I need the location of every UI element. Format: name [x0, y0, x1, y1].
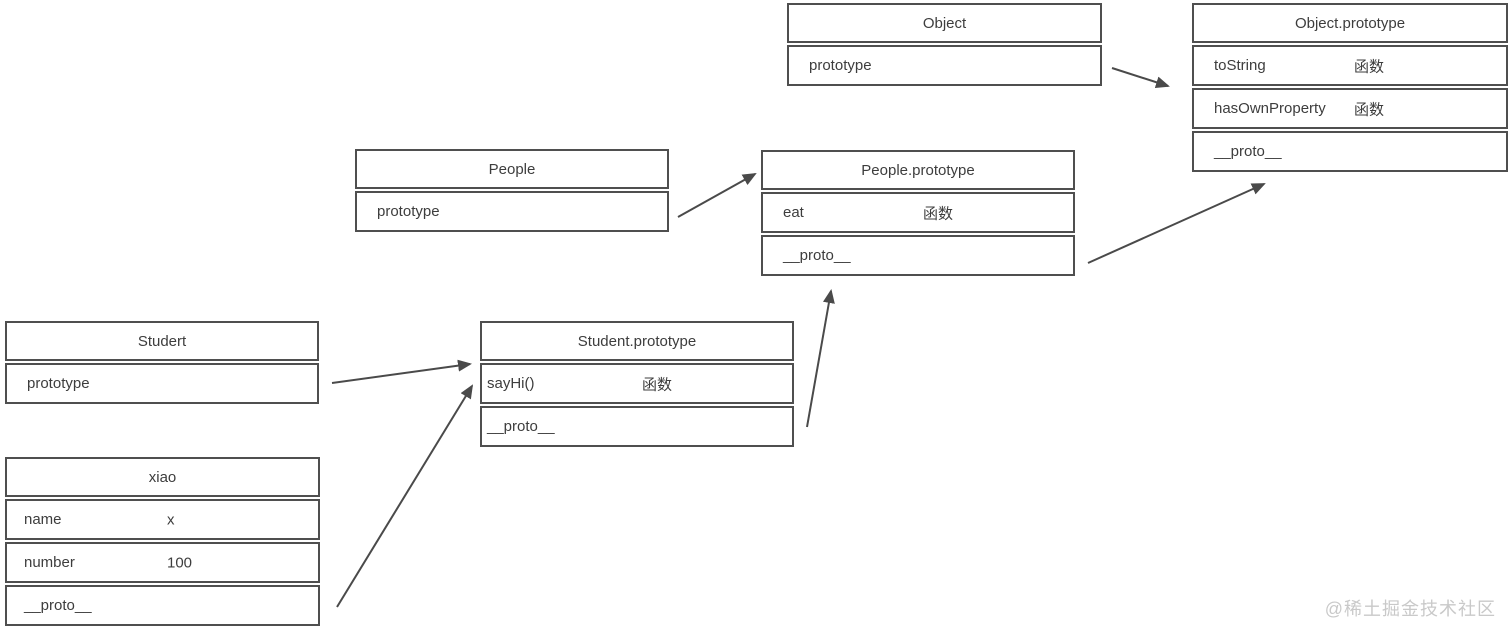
- node-title: Student.prototype: [480, 321, 794, 361]
- node-row: prototype: [355, 191, 669, 232]
- node-row: prototype: [787, 45, 1102, 86]
- row-value: 函数: [923, 205, 954, 222]
- arrow-student-proto-to-people-prototype-box: [806, 289, 835, 428]
- node-title: Object: [787, 3, 1102, 43]
- row-value: x: [167, 511, 175, 528]
- arrow-xiao-proto-to-student-prototype-box: [336, 384, 474, 608]
- node-peoplePrototype: People.prototype eat 函数 __proto__: [761, 150, 1075, 276]
- row-value: 函数: [642, 376, 673, 393]
- row-label: __proto__: [487, 418, 555, 435]
- arrow-student-prototype-to-student-prototype-box: [331, 359, 472, 384]
- row-label: hasOwnProperty: [1214, 100, 1326, 117]
- arrow-people-prototype-to-people-prototype-box: [677, 173, 757, 218]
- node-row: __proto__: [5, 585, 320, 626]
- node-title: Studert: [5, 321, 319, 361]
- node-row: prototype: [5, 363, 319, 404]
- row-label: eat: [783, 204, 804, 221]
- row-label: number: [24, 554, 75, 571]
- node-row: name x: [5, 499, 320, 540]
- node-xiao: xiao name x number 100 __proto__: [5, 457, 320, 626]
- node-row: __proto__: [1192, 131, 1508, 172]
- node-student: Studert prototype: [5, 321, 319, 404]
- node-studentPrototype: Student.prototype sayHi() 函数 __proto__: [480, 321, 794, 447]
- row-label: __proto__: [1214, 143, 1282, 160]
- node-row: number 100: [5, 542, 320, 583]
- watermark: @稀土掘金技术社区: [1324, 599, 1496, 619]
- row-label: name: [24, 511, 62, 528]
- row-label: __proto__: [24, 597, 92, 614]
- node-row: eat 函数: [761, 192, 1075, 233]
- node-row: __proto__: [480, 406, 794, 447]
- row-value: 函数: [1354, 101, 1385, 118]
- row-label: sayHi(): [487, 375, 535, 392]
- node-row: hasOwnProperty 函数: [1192, 88, 1508, 129]
- node-row: sayHi() 函数: [480, 363, 794, 404]
- node-row: __proto__: [761, 235, 1075, 276]
- node-title: xiao: [5, 457, 320, 497]
- node-people: People prototype: [355, 149, 669, 232]
- node-title: People.prototype: [761, 150, 1075, 190]
- row-label: __proto__: [783, 247, 851, 264]
- node-row: toString 函数: [1192, 45, 1508, 86]
- arrow-people-proto-to-object-prototype-box: [1087, 183, 1266, 264]
- node-title: People: [355, 149, 669, 189]
- node-object: Object prototype: [787, 3, 1102, 86]
- row-value: 100: [167, 554, 193, 571]
- row-value: 函数: [1354, 58, 1385, 75]
- arrow-object-prototype-to-object-prototype-box: [1111, 67, 1170, 89]
- row-label: prototype: [27, 375, 90, 392]
- row-label: prototype: [377, 203, 440, 220]
- row-label: toString: [1214, 57, 1266, 74]
- row-label: prototype: [809, 57, 872, 74]
- node-title: Object.prototype: [1192, 3, 1508, 43]
